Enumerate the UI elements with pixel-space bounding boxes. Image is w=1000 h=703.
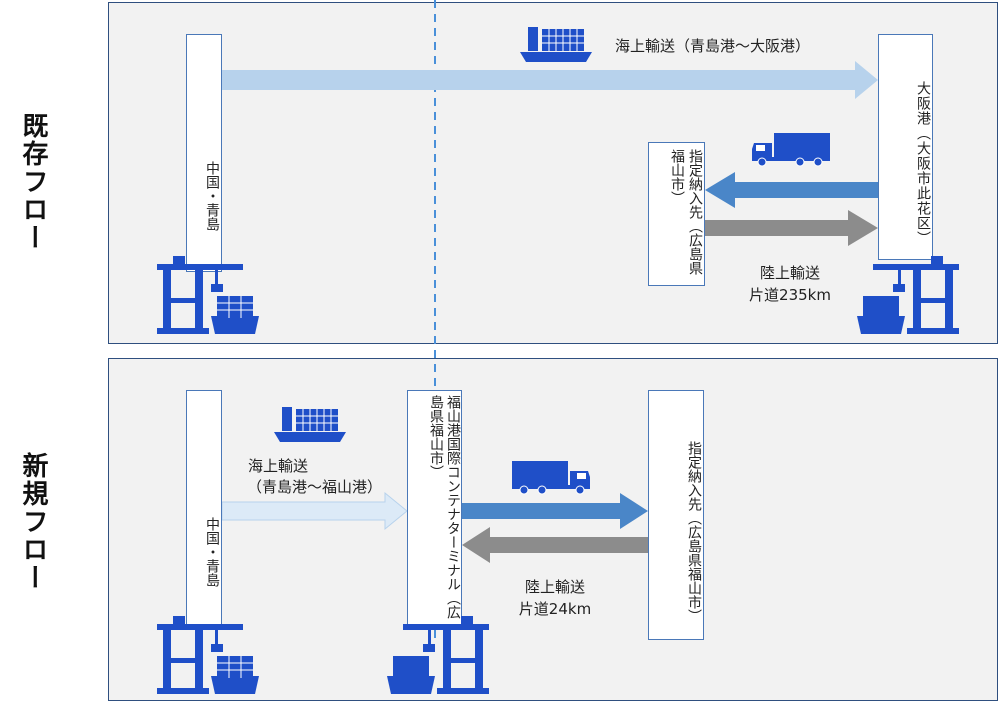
existing-land-label-2: 片道235km [749,286,831,304]
new-land-label-2: 片道24km [518,600,592,618]
existing-flow-label: 既存フロー [18,112,48,252]
existing-sea-label: 海上輸送（青島港～大阪港） [615,37,811,55]
new-flow-panel [108,358,998,701]
port-crane-icon [857,256,959,334]
port-crane-icon [387,616,489,694]
new-sea-label-1: 海上輸送 [248,457,309,475]
container-ship-icon [274,407,346,442]
existing-osaka-column: 大阪港（大阪市此花区） [878,34,933,260]
new-land-label-1: 陸上輸送 [524,578,585,596]
container-ship-icon [520,27,592,62]
new-china-column: 中国・青島 [186,390,222,628]
truck-icon [512,461,590,495]
new-sea-label-2: （青島港～福山港） [247,478,383,496]
truck-icon [752,133,830,167]
port-crane-icon [157,256,259,334]
existing-destination-column: 指定納入先（広島県福山市） [648,142,705,286]
port-crane-icon [157,616,259,694]
existing-china-column: 中国・青島 [186,34,222,272]
existing-land-label-1: 陸上輸送 [759,264,820,282]
new-fukuyama-port-column: 福山港国際コンテナターミナル（広島県福山市） [407,390,462,628]
new-flow-label: 新規フロー [18,452,48,592]
new-destination-column: 指定納入先（広島県福山市） [648,390,704,640]
